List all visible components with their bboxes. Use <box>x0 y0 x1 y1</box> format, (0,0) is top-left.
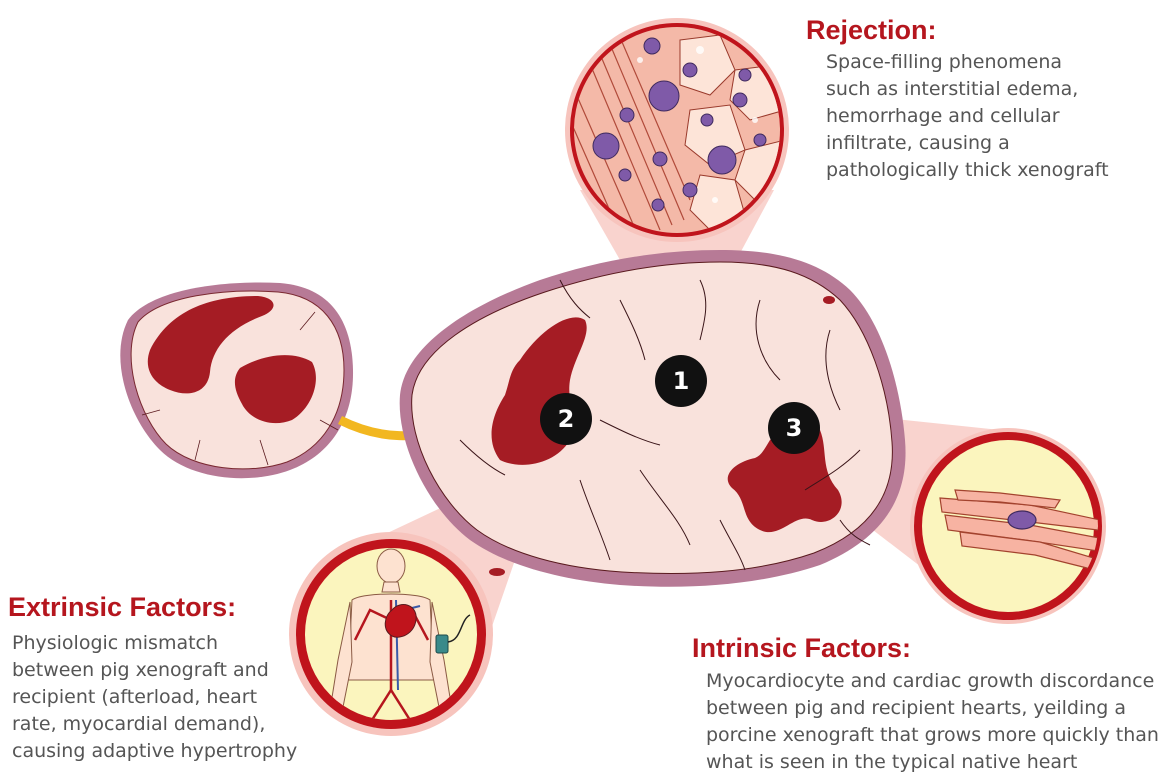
extrinsic-line: between pig xenograft and <box>12 657 297 684</box>
marker-number: 1 <box>673 367 690 395</box>
rejection-line: such as interstitial edema, <box>826 76 1109 103</box>
extrinsic-line: Physiologic mismatch <box>12 630 297 657</box>
intrinsic-line: porcine xenograft that grows more quickl… <box>706 722 1159 749</box>
large-xenograft-cross-section <box>400 250 906 587</box>
extrinsic-heading: Extrinsic Factors: <box>8 592 236 623</box>
marker-number: 2 <box>558 405 575 433</box>
myocyte-inset <box>910 428 1110 624</box>
rejection-description: Space-filling phenomena such as intersti… <box>826 49 1109 184</box>
marker-2: 2 <box>540 393 592 445</box>
small-heart-cross-section <box>120 282 353 478</box>
marker-1: 1 <box>655 355 707 407</box>
intrinsic-line: Myocardiocyte and cardiac growth discord… <box>706 668 1159 695</box>
marker-number: 3 <box>786 414 803 442</box>
intrinsic-line: what is seen in the typical native heart <box>706 749 1159 776</box>
extrinsic-line: causing adaptive hypertrophy <box>12 738 297 765</box>
rejection-line: Space-filling phenomena <box>826 49 1109 76</box>
rejection-line: hemorrhage and cellular <box>826 103 1109 130</box>
rejection-line: pathologically thick xenograft <box>826 157 1109 184</box>
intrinsic-line: between pig and recipient hearts, yeildi… <box>706 695 1159 722</box>
recipient-body-inset <box>289 532 493 736</box>
marker-3: 3 <box>768 402 820 454</box>
rejection-line: infiltrate, causing a <box>826 130 1109 157</box>
extrinsic-description: Physiologic mismatch between pig xenogra… <box>12 630 297 765</box>
extrinsic-line: rate, myocardial demand), <box>12 711 297 738</box>
extrinsic-line: recipient (afterload, heart <box>12 684 297 711</box>
intrinsic-heading: Intrinsic Factors: <box>692 633 911 664</box>
intrinsic-description: Myocardiocyte and cardiac growth discord… <box>706 668 1159 776</box>
rejection-heading: Rejection: <box>806 15 937 46</box>
